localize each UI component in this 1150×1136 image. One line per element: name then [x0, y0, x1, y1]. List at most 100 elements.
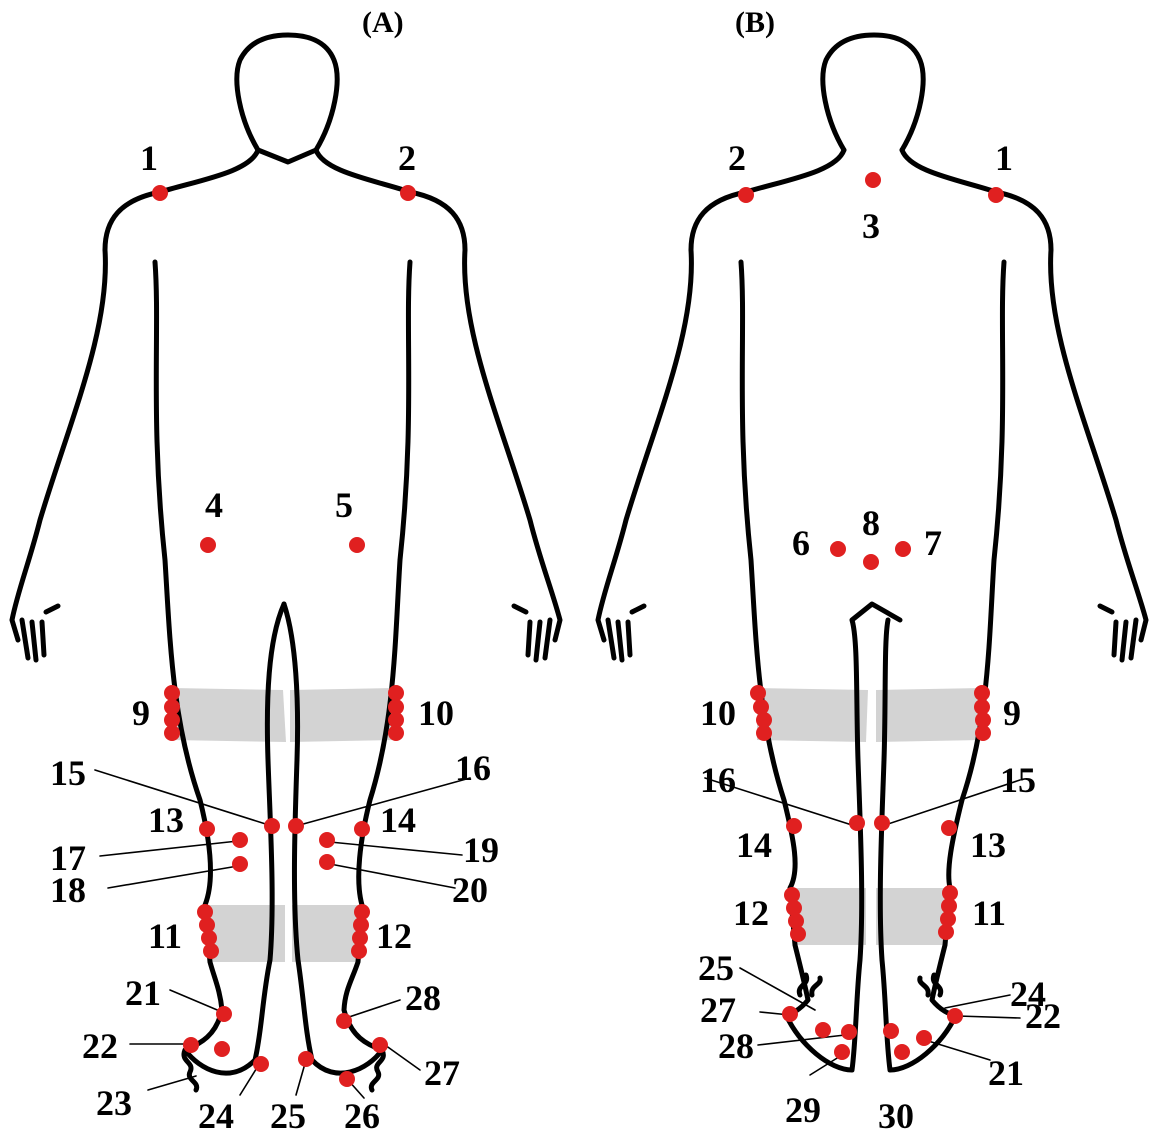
marker-b-2: [738, 187, 754, 203]
marker-b-12-4: [790, 926, 806, 942]
marker-label-b-25: 25: [698, 948, 734, 988]
marker-b-28: [841, 1024, 857, 1040]
leader-b-22: [958, 1016, 1020, 1018]
marker-label-a-4: 4: [205, 485, 223, 525]
marker-a-21: [216, 1006, 232, 1022]
marker-b-15: [874, 815, 890, 831]
marker-a-9-4: [164, 725, 180, 741]
marker-a-23: [214, 1041, 230, 1057]
leader-a-19: [330, 842, 462, 855]
marker-a-17: [232, 832, 248, 848]
leader-a-21: [170, 990, 222, 1012]
thigh-band-b-right: [757, 688, 868, 742]
marker-label-a-1: 1: [140, 138, 158, 178]
marker-label-b-6: 6: [792, 523, 810, 563]
thigh-band-left: [290, 688, 396, 742]
marker-label-a-20: 20: [452, 870, 488, 910]
marker-label-b-16: 16: [700, 760, 736, 800]
marker-label-a-28: 28: [405, 978, 441, 1018]
marker-label-b-15: 15: [1000, 760, 1036, 800]
marker-label-b-13: 13: [970, 825, 1006, 865]
panel-a-title: (A): [362, 6, 404, 39]
marker-a-1: [152, 185, 168, 201]
marker-b-13: [941, 820, 957, 836]
marker-b-25: [815, 1022, 831, 1038]
marker-a-24: [253, 1056, 269, 1072]
head-outline-b: [823, 35, 923, 150]
marker-label-a-11: 11: [148, 916, 182, 956]
marker-a-18: [232, 856, 248, 872]
marker-b-29: [834, 1044, 850, 1060]
marker-b-14: [786, 818, 802, 834]
marker-a-27: [372, 1037, 388, 1053]
marker-label-a-26: 26: [344, 1096, 380, 1136]
marker-a-26: [339, 1071, 355, 1087]
marker-label-a-24: 24: [198, 1096, 234, 1136]
marker-b-8: [863, 554, 879, 570]
panel-b-title: (B): [735, 6, 775, 39]
marker-b-10-4: [756, 725, 772, 741]
marker-a-9-1: [164, 685, 180, 701]
leader-b-24: [945, 995, 1010, 1008]
right-arm-outline: [12, 150, 258, 660]
marker-a-10-1: [388, 685, 404, 701]
leader-a-23: [148, 1076, 196, 1090]
left-arm-outline-b: [902, 150, 1146, 660]
marker-label-b-8: 8: [862, 503, 880, 543]
marker-a-5: [349, 537, 365, 553]
marker-label-a-9: 9: [132, 693, 150, 733]
marker-a-22: [183, 1037, 199, 1053]
marker-a-12-4: [351, 943, 367, 959]
marker-label-a-23: 23: [96, 1083, 132, 1123]
marker-label-a-5: 5: [335, 485, 353, 525]
marker-label-a-16: 16: [455, 748, 491, 788]
marker-label-b-24: 24: [1010, 974, 1046, 1014]
marker-a-19: [319, 832, 335, 848]
marker-label-b-30: 30: [878, 1096, 914, 1136]
marker-label-b-12: 12: [733, 893, 769, 933]
marker-b-21: [883, 1023, 899, 1039]
marker-a-13: [199, 821, 215, 837]
leader-a-27: [385, 1045, 420, 1070]
leader-a-18: [108, 866, 238, 888]
marker-label-a-21: 21: [125, 973, 161, 1013]
marker-label-a-13: 13: [148, 800, 184, 840]
marker-b-24: [916, 1030, 932, 1046]
marker-label-a-18: 18: [50, 870, 86, 910]
shank-band-b-left: [876, 888, 950, 945]
marker-a-16: [288, 818, 304, 834]
panel-a: (A): [12, 6, 560, 1098]
marker-label-b-27: 27: [700, 990, 736, 1030]
marker-b-7: [895, 541, 911, 557]
leader-a-28: [346, 1000, 400, 1018]
marker-label-b-7: 7: [924, 523, 942, 563]
marker-label-b-28: 28: [718, 1026, 754, 1066]
marker-label-b-10: 10: [700, 693, 736, 733]
right-leg-outline-b: [741, 262, 900, 1070]
marker-b-3: [865, 172, 881, 188]
marker-b-1: [988, 187, 1004, 203]
marker-label-a-15: 15: [50, 753, 86, 793]
marker-label-b-2: 2: [728, 138, 746, 178]
marker-b-22: [947, 1008, 963, 1024]
thigh-band-b-left: [876, 688, 982, 742]
marker-b-6: [830, 541, 846, 557]
marker-b-16: [849, 815, 865, 831]
marker-label-a-25: 25: [270, 1096, 306, 1136]
right-arm-outline-b: [598, 150, 844, 660]
leader-a-17: [100, 841, 238, 856]
marker-label-b-14: 14: [736, 825, 772, 865]
marker-b-9-4: [975, 725, 991, 741]
marker-a-14: [354, 821, 370, 837]
marker-a-20: [319, 854, 335, 870]
marker-b-30: [894, 1044, 910, 1060]
marker-label-a-2: 2: [398, 138, 416, 178]
marker-label-a-19: 19: [463, 830, 499, 870]
marker-label-a-12: 12: [376, 916, 412, 956]
marker-b-10-1: [750, 685, 766, 701]
marker-a-10-4: [388, 725, 404, 741]
leader-b-21: [925, 1040, 990, 1060]
marker-label-a-14: 14: [380, 800, 416, 840]
